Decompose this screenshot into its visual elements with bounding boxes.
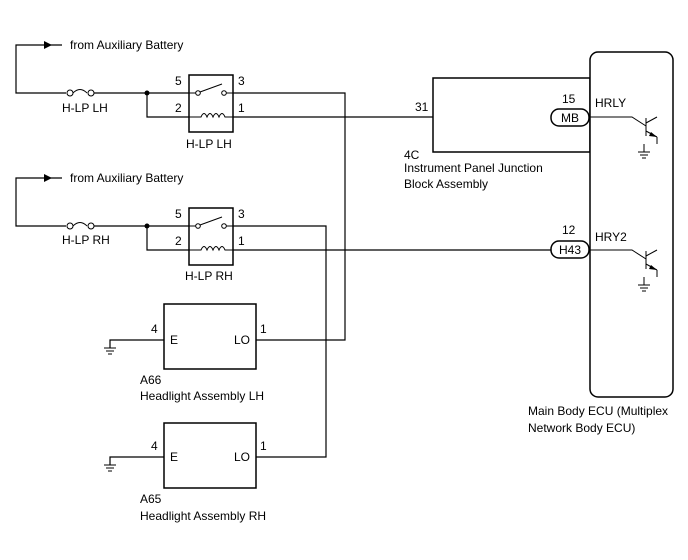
ecu-name-2: Network Body ECU) <box>528 421 635 435</box>
headlight-lh-code: A66 <box>140 373 162 387</box>
transistor-1-icon <box>590 116 658 159</box>
battery-feed-lh: from Auxiliary Battery <box>15 38 183 94</box>
wire-lh-coil-feed <box>146 93 189 118</box>
headlight-rh-label-lo: LO <box>234 450 250 464</box>
fuse-rh: H-LP RH <box>62 222 110 247</box>
relay-rh-pin1: 1 <box>238 234 245 248</box>
fuse-icon <box>72 222 88 227</box>
headlight-rh-pin-lo: 1 <box>260 439 267 453</box>
transistor-2-icon <box>590 249 658 292</box>
fuse-terminal-icon <box>66 89 74 97</box>
junction-block-name-2: Block Assembly <box>404 177 488 191</box>
relay-lh-pin3: 3 <box>238 74 245 88</box>
wire-rh-coil-feed <box>146 226 189 251</box>
ground-icon <box>638 284 650 292</box>
headlight-rh-pin-e: 4 <box>151 439 158 453</box>
headlight-lh-label-lo: LO <box>234 333 250 347</box>
connector-mb: MB 15 <box>550 92 590 127</box>
wire-relay-lh-to-headlight-lh <box>233 92 346 341</box>
headlight-lh-name: Headlight Assembly LH <box>140 389 264 403</box>
fuse-icon <box>72 89 88 94</box>
battery-label-lower: from Auxiliary Battery <box>70 171 183 185</box>
fuse-label-lh: H-LP LH <box>62 101 108 115</box>
main-body-ecu: Main Body ECU (Multiplex Network Body EC… <box>528 51 674 435</box>
relay-rh-pin2: 2 <box>175 234 182 248</box>
fuse-terminal-icon <box>87 89 95 97</box>
fuse-label-rh: H-LP RH <box>62 233 110 247</box>
headlight-rh-name: Headlight Assembly RH <box>140 509 266 523</box>
wire-headlight-rh-ground <box>109 456 164 465</box>
headlight-rh: E LO 4 1 A65 Headlight Assembly RH <box>140 422 267 523</box>
relay-switch-icon <box>199 216 223 226</box>
relay-lh: 5 3 2 1 H-LP LH <box>175 74 245 151</box>
connector-h43: H43 12 <box>550 223 590 259</box>
headlight-lh: E LO 4 1 A66 Headlight Assembly LH <box>140 303 267 403</box>
relay-lh-pin5: 5 <box>175 74 182 88</box>
ecu-signal-hrly: HRLY <box>595 96 626 110</box>
ecu-name-1: Main Body ECU (Multiplex <box>528 404 668 418</box>
connector-mb-label: MB <box>561 111 579 125</box>
relay-lh-pin1: 1 <box>238 101 245 115</box>
ground-icon <box>104 347 116 355</box>
fuse-terminal-icon <box>87 222 95 230</box>
relay-rh-name: H-LP RH <box>185 269 233 283</box>
relay-switch-icon <box>199 83 223 93</box>
ecu-signal-hry2: HRY2 <box>595 230 627 244</box>
relay-coil-icon <box>189 246 233 252</box>
connector-mb-pin: 15 <box>562 92 576 106</box>
arrow-icon <box>44 174 52 182</box>
relay-coil-icon <box>189 113 233 119</box>
wire-relay-rh-to-headlight-rh <box>233 225 327 458</box>
junction-block-name-1: Instrument Panel Junction <box>404 161 543 175</box>
relay-rh: 5 3 2 1 H-LP RH <box>175 207 245 283</box>
headlight-lh-label-e: E <box>170 333 178 347</box>
battery-feed-rh: from Auxiliary Battery <box>15 171 183 227</box>
junction-block-code: 4C <box>404 148 420 162</box>
fuse-lh: H-LP LH <box>62 89 108 115</box>
relay-rh-pin3: 3 <box>238 207 245 221</box>
relay-lh-pin2: 2 <box>175 101 182 115</box>
junction-block: 31 4C Instrument Panel Junction Block As… <box>404 77 591 191</box>
ground-icon <box>638 151 650 159</box>
headlight-rh-label-e: E <box>170 450 178 464</box>
headlight-lh-pin-e: 4 <box>151 322 158 336</box>
fuse-terminal-icon <box>66 222 74 230</box>
relay-lh-name: H-LP LH <box>186 137 232 151</box>
relay-rh-pin5: 5 <box>175 207 182 221</box>
headlight-rh-code: A65 <box>140 492 162 506</box>
headlight-lh-pin-lo: 1 <box>260 322 267 336</box>
battery-label-upper: from Auxiliary Battery <box>70 38 183 52</box>
ground-icon <box>104 464 116 472</box>
arrow-icon <box>44 41 52 49</box>
connector-h43-label: H43 <box>559 243 581 257</box>
junction-block-pin: 31 <box>415 100 429 114</box>
connector-h43-pin: 12 <box>562 223 576 237</box>
wire-headlight-lh-ground <box>109 339 164 348</box>
